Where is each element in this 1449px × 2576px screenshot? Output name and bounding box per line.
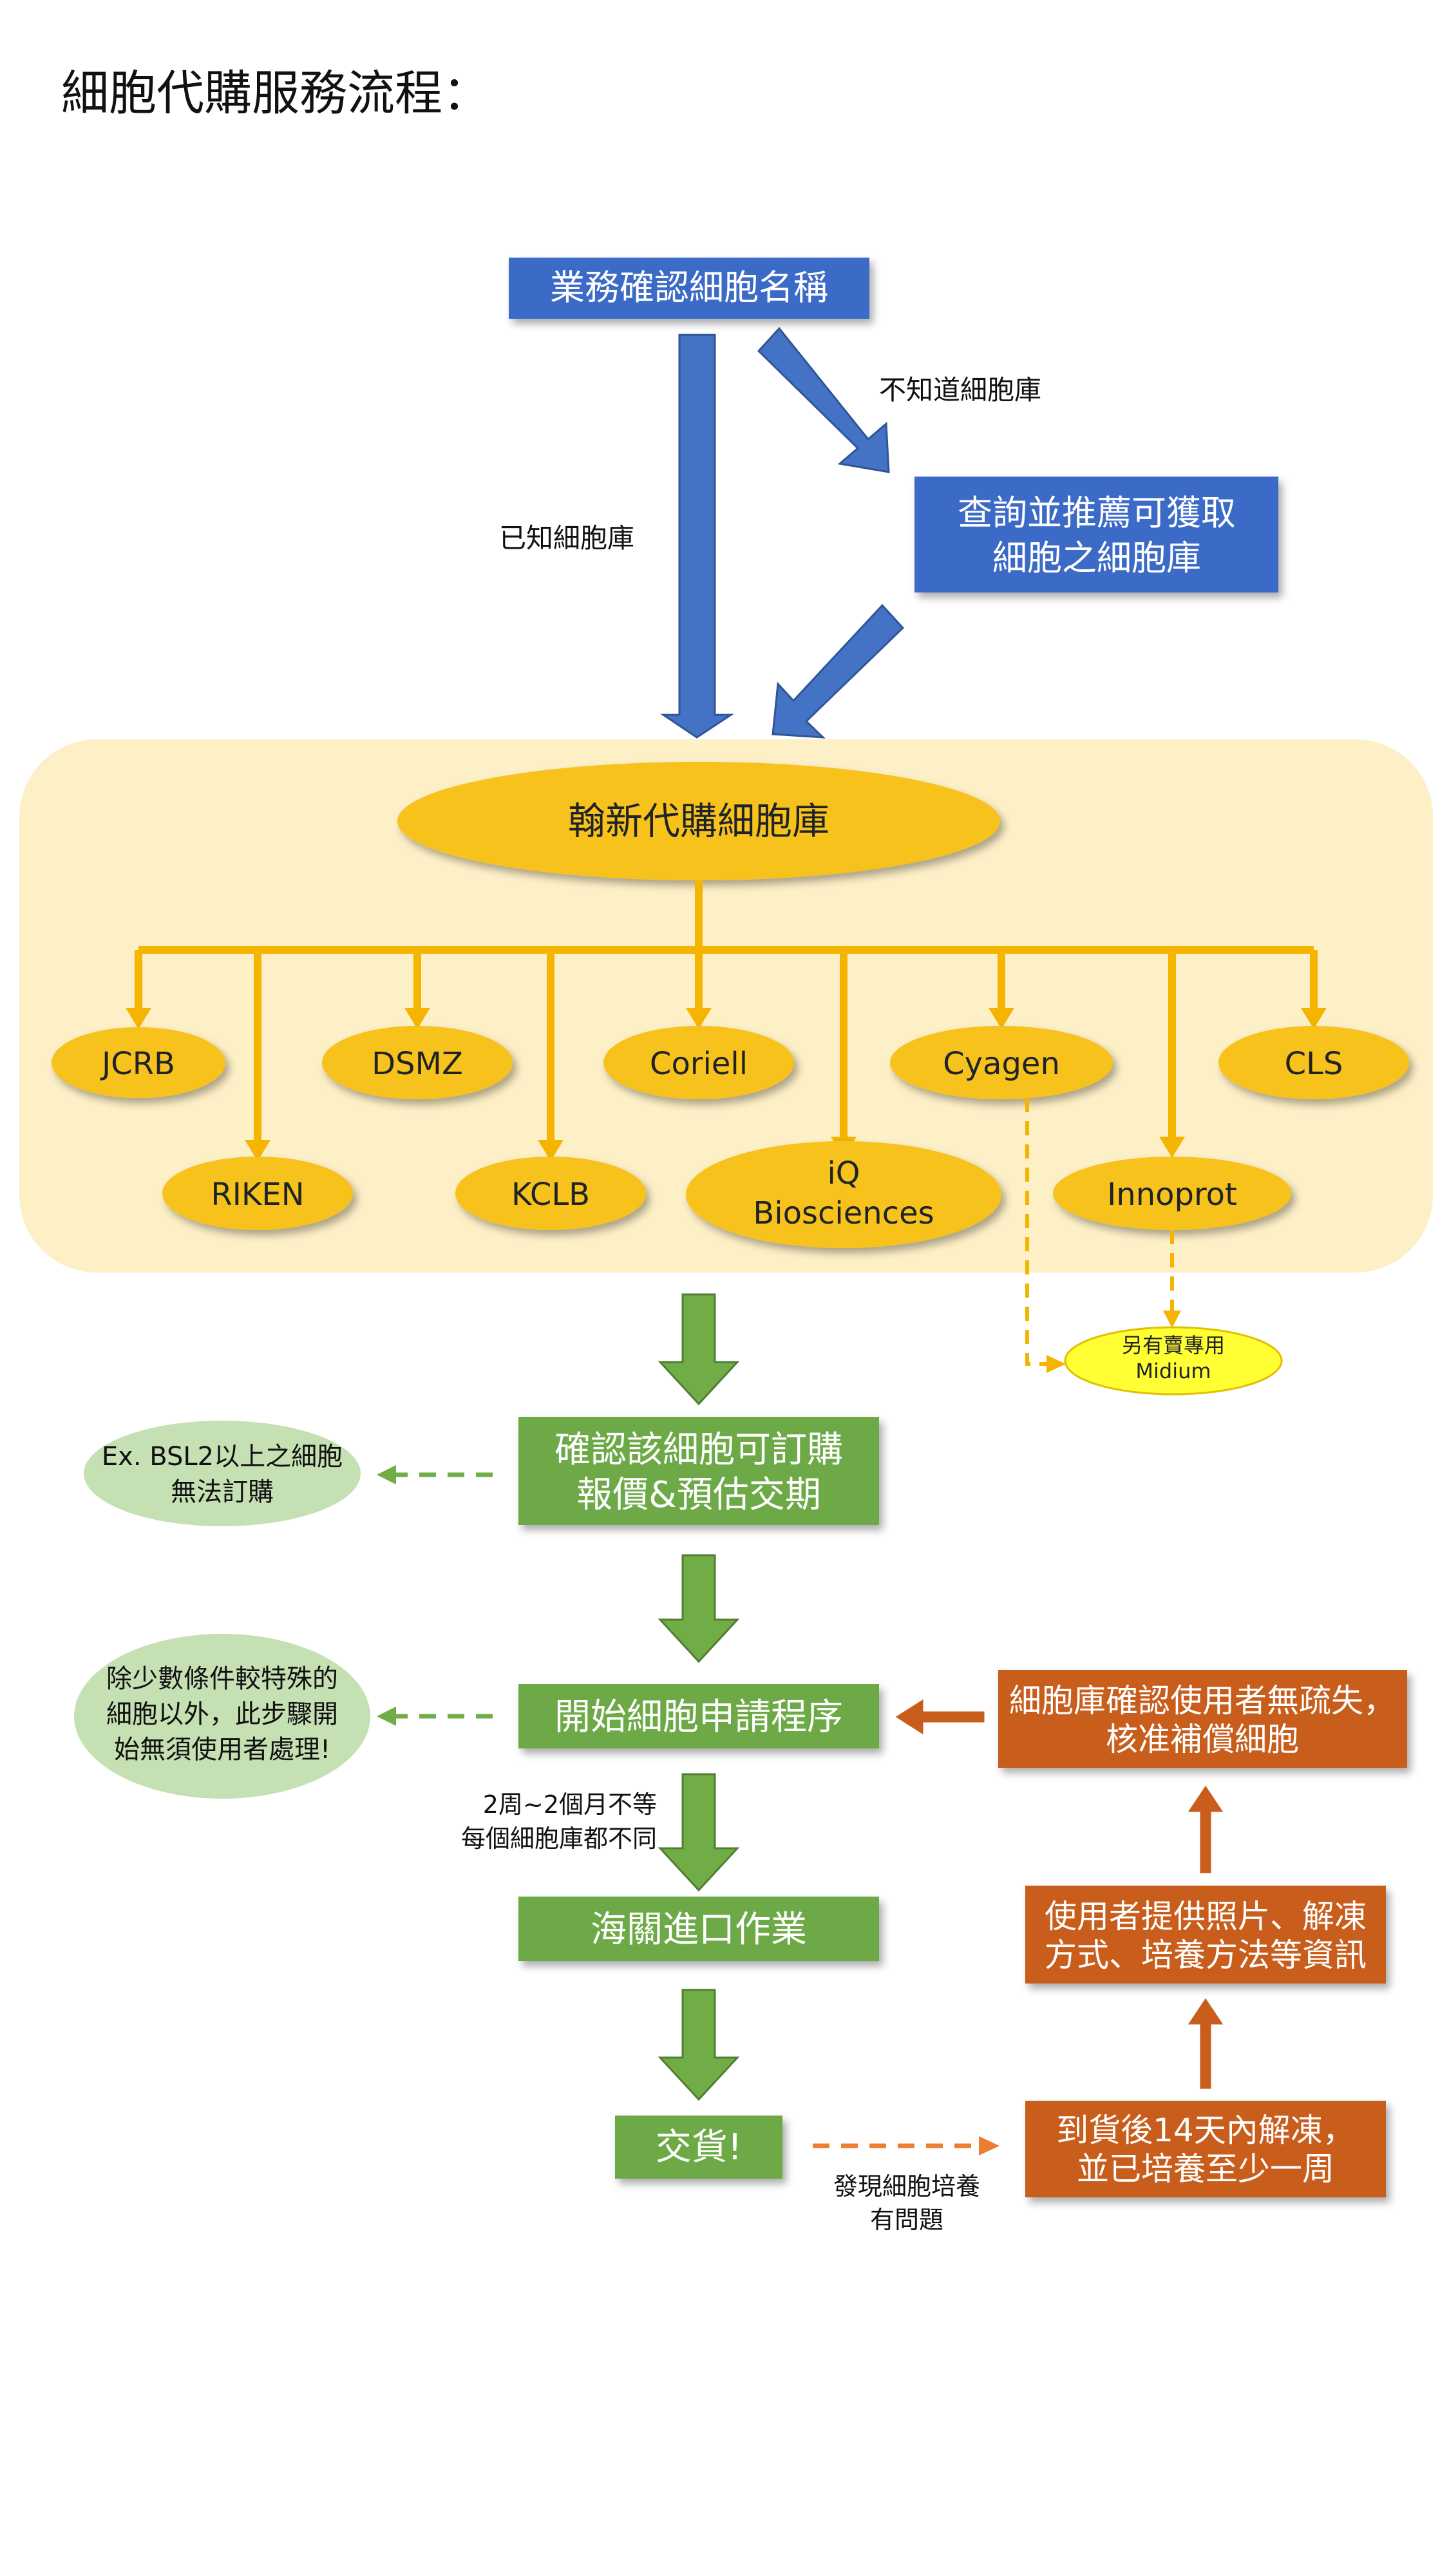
- bank-jcrb: JCRB: [52, 1027, 225, 1098]
- bank-coriell-label: Coriell: [650, 1046, 748, 1082]
- known-bank-label: 已知細胞庫: [499, 522, 634, 554]
- confirm-name-box: 業務確認細胞名稱: [509, 258, 869, 319]
- lead-time-label-2: 每個細胞庫都不同: [461, 1824, 657, 1853]
- medium-ellipse: 另有賣專用 Midium: [1064, 1326, 1283, 1396]
- bank-cyagen: Cyagen: [890, 1026, 1113, 1099]
- green-arrow-4: [658, 1989, 740, 2101]
- problem-dashed-arrow: [813, 2136, 999, 2155]
- cell-bank-panel: [19, 739, 1433, 1273]
- bsl2-note-1: Ex. BSL2以上之細胞: [102, 1442, 343, 1472]
- special-note-3: 始無須使用者處理!: [114, 1735, 330, 1765]
- bank-dsmz: DSMZ: [322, 1026, 513, 1099]
- unknown-bank-arrow: [757, 327, 890, 473]
- bank-cls: CLS: [1218, 1026, 1409, 1099]
- bank-iq-biosciences: iQ Biosciences: [686, 1141, 1001, 1248]
- problem-label-1: 發現細胞培養: [833, 2172, 980, 2201]
- customs-label: 海關進口作業: [591, 1909, 807, 1951]
- customs-box: 海關進口作業: [518, 1897, 879, 1961]
- page-title: 細胞代購服務流程：: [61, 66, 490, 121]
- bank-connectors: [135, 880, 1318, 1143]
- compensate-label-2: 核准補償細胞: [1106, 1721, 1299, 1758]
- bank-dsmz-label: DSMZ: [372, 1046, 463, 1082]
- bsl2-dashed-arrow: [377, 1465, 493, 1484]
- medium-label-2: Midium: [1135, 1359, 1211, 1383]
- bank-coriell: Coriell: [603, 1026, 794, 1099]
- problem-label-2: 有問題: [870, 2206, 943, 2234]
- bsl2-note-2: 無法訂購: [171, 1477, 274, 1507]
- provide-info-box: 使用者提供照片、解凍 方式、培養方法等資訊: [1025, 1886, 1386, 1984]
- bank-innoprot: Innoprot: [1053, 1157, 1291, 1230]
- green-arrow-3: [658, 1773, 740, 1892]
- application-label: 開始細胞申請程序: [554, 1696, 843, 1738]
- bank-iq-label-1: iQ: [827, 1155, 860, 1191]
- delivery-label: 交貨!: [656, 2126, 742, 2168]
- bank-cyagen-label: Cyagen: [943, 1046, 1060, 1082]
- provide-label-2: 方式、培養方法等資訊: [1045, 1937, 1367, 1974]
- query-box: 查詢並推薦可獲取 細胞之細胞庫: [914, 477, 1278, 592]
- compensate-label-1: 細胞庫確認使用者無疏失，: [1009, 1682, 1396, 1719]
- provide-label-1: 使用者提供照片、解凍: [1045, 1898, 1367, 1935]
- query-label-1: 查詢並推薦可獲取: [958, 493, 1236, 533]
- green-arrow-1: [658, 1293, 740, 1406]
- query-to-panel-arrow: [772, 603, 905, 739]
- confirm-name-label: 業務確認細胞名稱: [550, 267, 828, 308]
- special-note-2: 細胞以外，此步驟開: [106, 1700, 338, 1729]
- medium-label-1: 另有賣專用: [1122, 1333, 1225, 1358]
- special-dashed-arrow: [377, 1707, 493, 1726]
- thaw-label-1: 到貨後14天內解凍，: [1056, 2112, 1355, 2149]
- bank-cls-label: CLS: [1285, 1046, 1343, 1082]
- orderable-label-1: 確認該細胞可訂購: [554, 1429, 843, 1471]
- bank-riken: RIKEN: [162, 1157, 353, 1230]
- green-arrow-2: [658, 1554, 740, 1663]
- special-note: 除少數條件較特殊的 細胞以外，此步驟開 始無須使用者處理!: [74, 1634, 370, 1799]
- orderable-box: 確認該細胞可訂購 報價&預估交期: [518, 1417, 879, 1525]
- bank-iq-label-2: Biosciences: [753, 1195, 934, 1231]
- hanxin-ellipse: 翰新代購細胞庫: [397, 762, 1000, 880]
- orderable-label-2: 報價&預估交期: [576, 1474, 821, 1516]
- orange-left-arrow: [892, 1696, 987, 1738]
- medium-dashed-links: [1025, 1098, 1174, 1366]
- compensate-box: 細胞庫確認使用者無疏失， 核准補償細胞: [998, 1670, 1407, 1768]
- bsl2-note: Ex. BSL2以上之細胞 無法訂購: [84, 1421, 361, 1526]
- bank-riken-label: RIKEN: [211, 1177, 304, 1213]
- bank-innoprot-label: Innoprot: [1107, 1177, 1237, 1213]
- bank-jcrb-label: JCRB: [100, 1046, 175, 1082]
- lead-time-label-1: 2周~2個月不等: [483, 1790, 657, 1819]
- unknown-bank-label: 不知道細胞庫: [879, 374, 1041, 406]
- thaw-box: 到貨後14天內解凍， 並已培養至少一周: [1025, 2101, 1386, 2197]
- bank-kclb-label: KCLB: [511, 1177, 590, 1213]
- orange-up-arrow-1: [1184, 1994, 1227, 2091]
- special-note-1: 除少數條件較特殊的: [106, 1664, 338, 1694]
- delivery-box: 交貨!: [615, 2116, 782, 2179]
- orange-up-arrow-2: [1184, 1782, 1227, 1875]
- bank-kclb: KCLB: [455, 1157, 646, 1230]
- known-bank-arrow: [660, 334, 734, 739]
- query-label-2: 細胞之細胞庫: [992, 538, 1201, 578]
- medium-dashed-arrowheads: [1046, 1311, 1181, 1373]
- application-box: 開始細胞申請程序: [518, 1684, 879, 1748]
- hanxin-label: 翰新代購細胞庫: [568, 799, 829, 843]
- thaw-label-2: 並已培養至少一周: [1077, 2150, 1334, 2188]
